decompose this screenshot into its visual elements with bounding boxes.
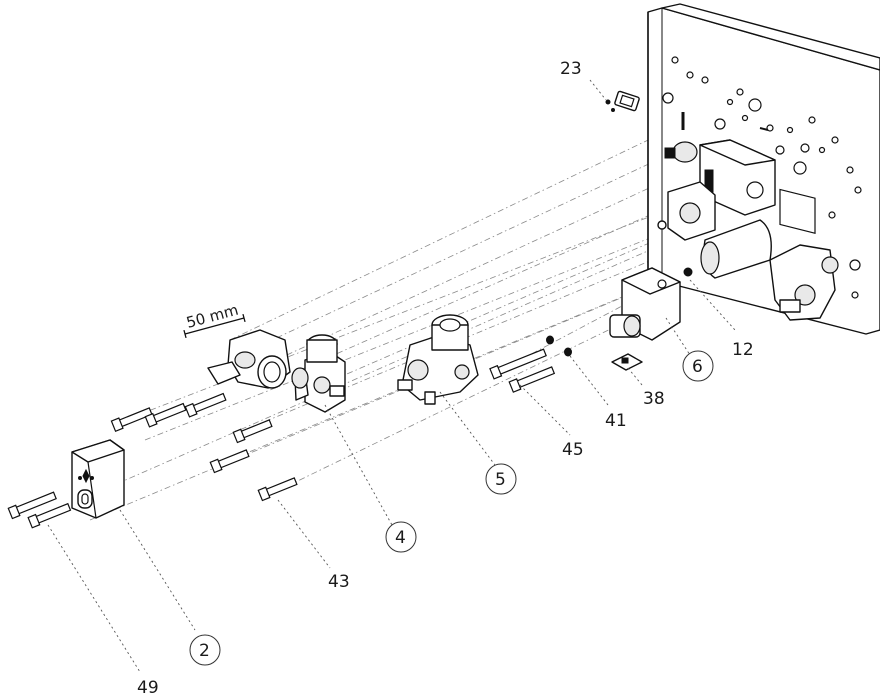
callout-2-circle [189,634,221,666]
callout-38: 38 [643,389,665,409]
part-6-solenoid [609,267,681,341]
part-38-gasket [611,353,643,371]
plate-holes [662,56,862,299]
part-5-valve-body [397,314,479,405]
part-45-bolts [489,348,556,393]
callout-49: 49 [137,678,159,698]
part-23-seal [605,90,640,112]
callout-41: 41 [605,411,627,431]
callout-12: 12 [732,340,754,360]
part-49-bolts [7,491,72,529]
part-43-bolts [110,392,298,502]
callout-45: 45 [562,440,584,460]
callout-5: 5 [495,470,506,490]
part-41-orings [546,335,572,357]
part-12-plug [683,267,693,277]
callout-23: 23 [560,59,582,79]
callout-2: 2 [199,641,210,661]
leader-lines [47,79,736,673]
callouts: 23 12 6 38 41 45 5 4 43 2 49 [137,59,754,698]
part-2-cover [71,439,125,519]
callout-43: 43 [328,572,350,592]
callout-4: 4 [395,528,406,548]
scale-bar: 50 mm [183,301,246,339]
ball-valve [207,329,309,389]
callout-6: 6 [692,357,703,377]
callout-4-circle [385,521,417,553]
callout-5-circle [485,463,517,495]
callout-6-circle [682,350,714,382]
rear-block-assembly [657,139,839,321]
